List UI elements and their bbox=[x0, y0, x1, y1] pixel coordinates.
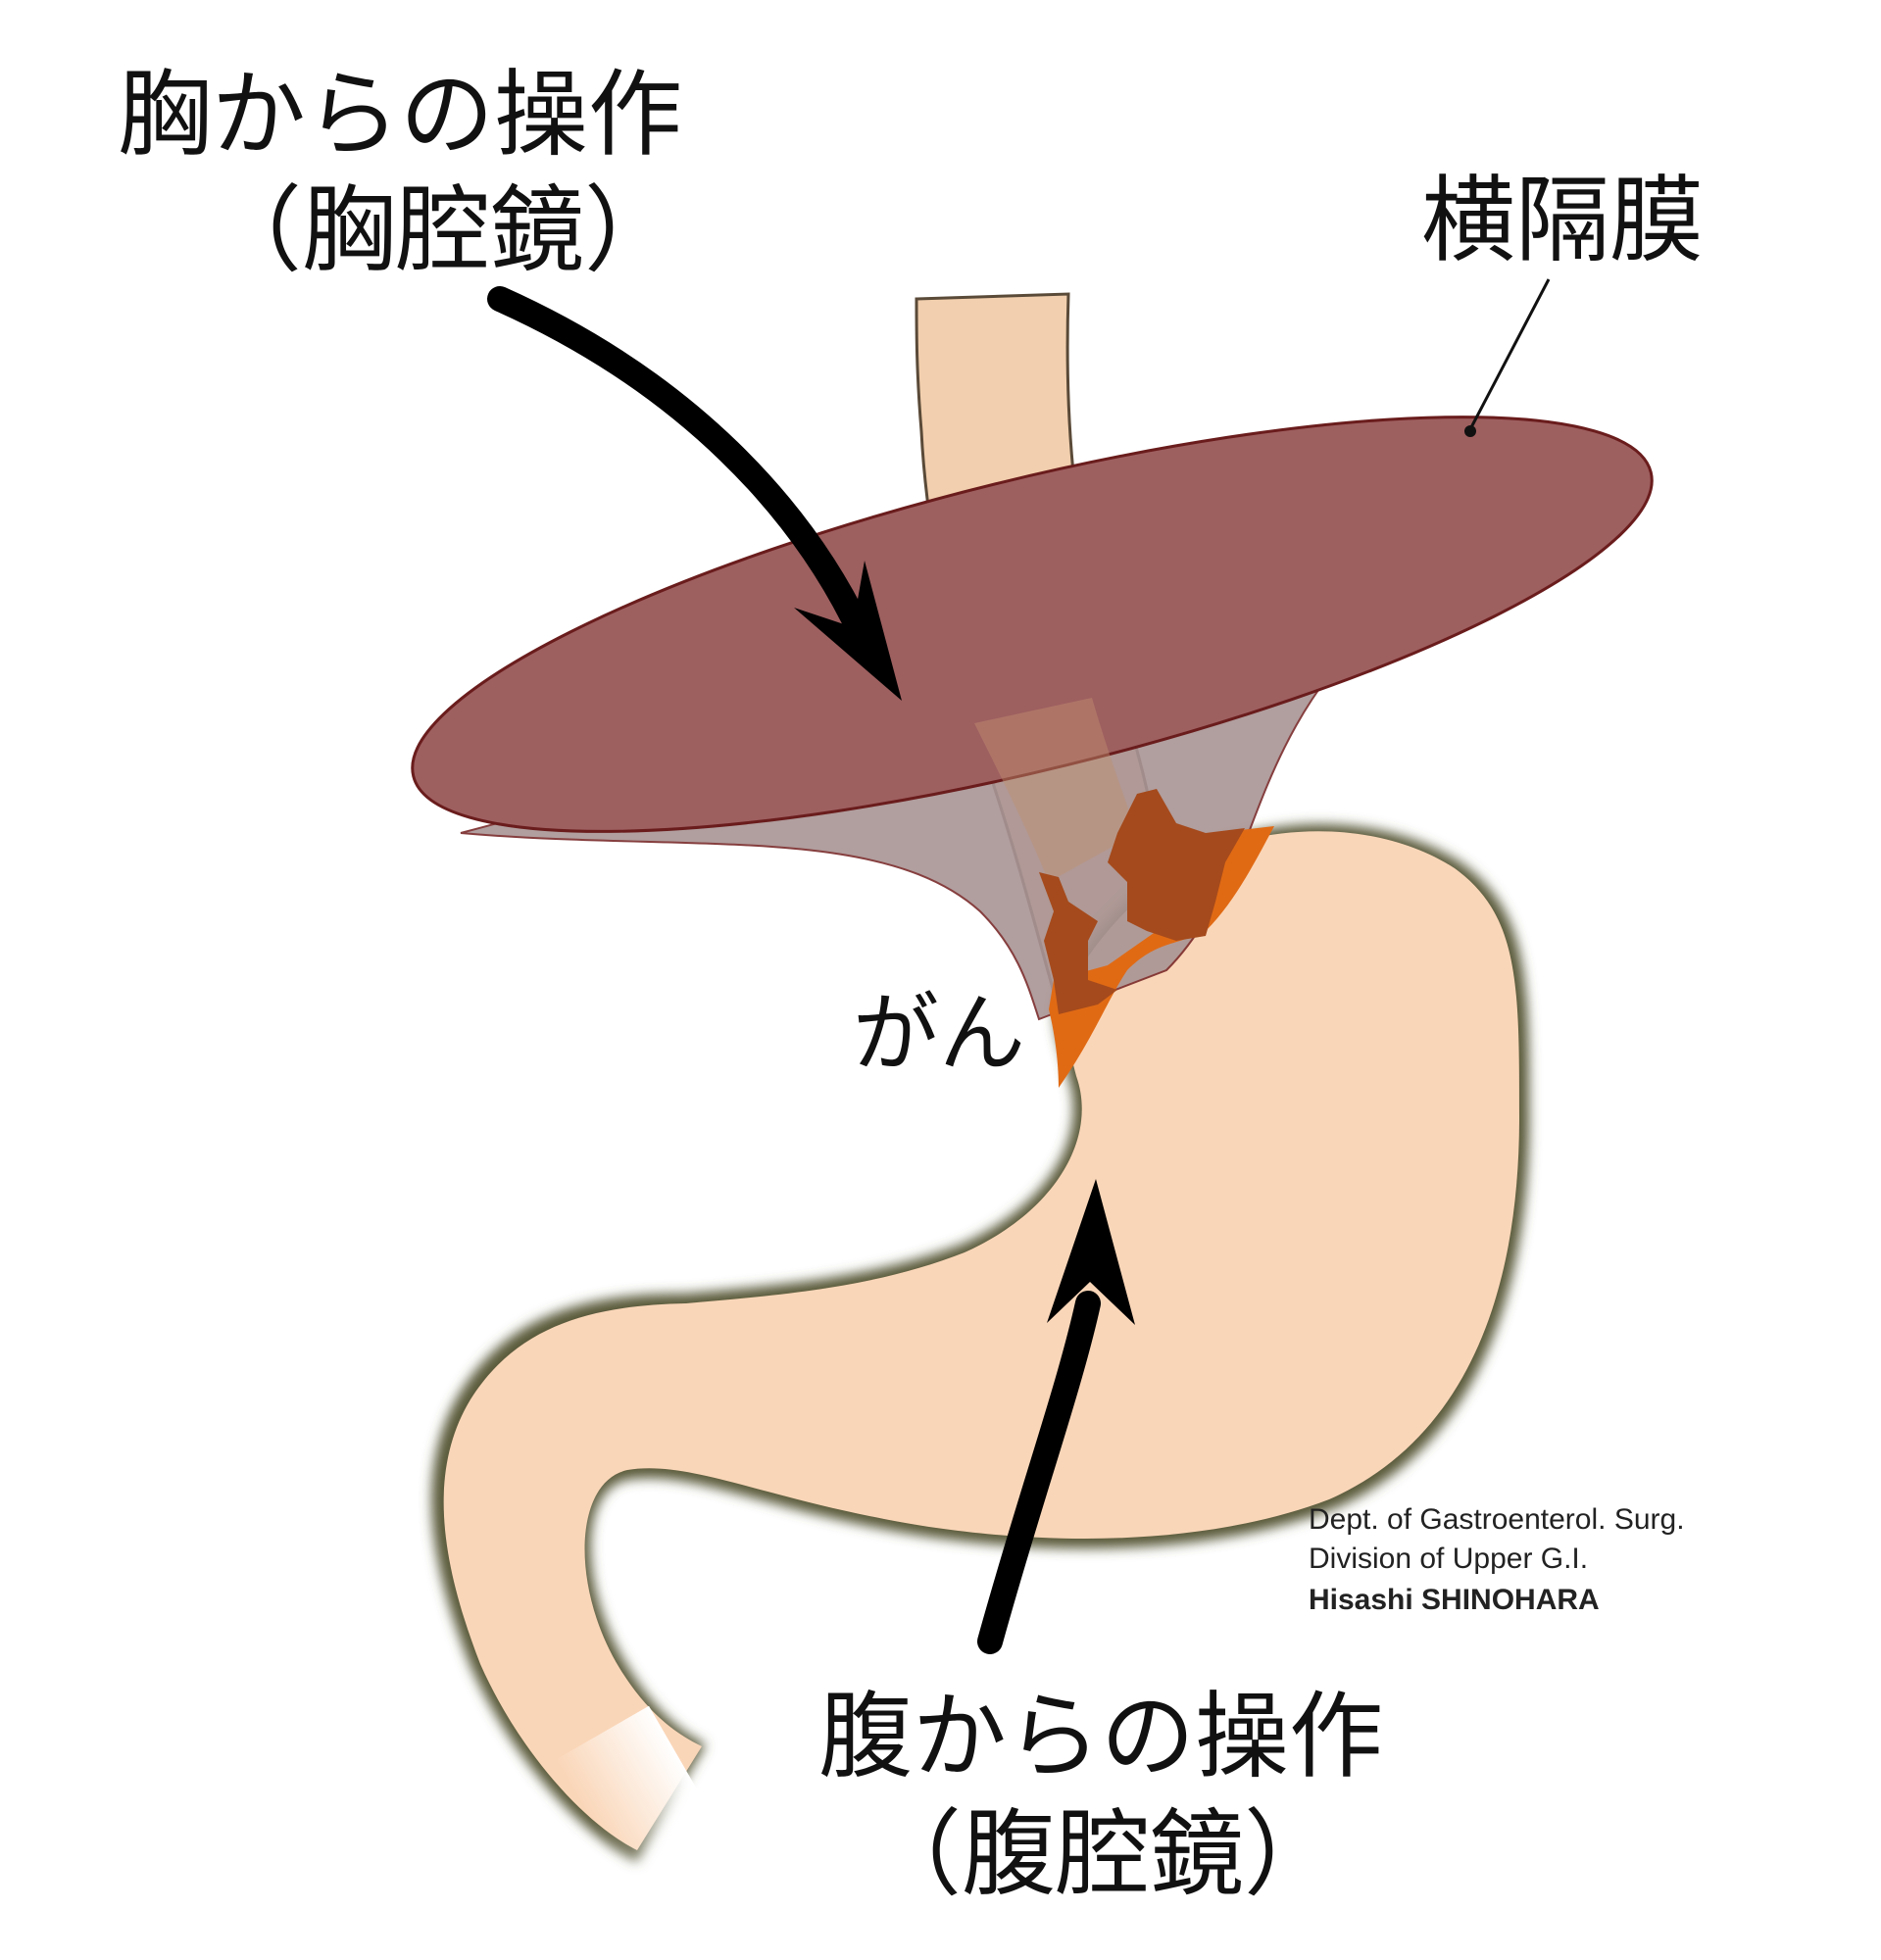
tumor-inner bbox=[1039, 789, 1245, 1014]
abdominal-arrow bbox=[977, 1179, 1135, 1654]
thoracic-arrow bbox=[487, 286, 902, 701]
diaphragm-plate bbox=[411, 416, 1654, 833]
abdominal-label-line1: 腹からの操作 bbox=[818, 1682, 1383, 1791]
esophagus-fade bbox=[907, 289, 1083, 328]
cancer-label: がん bbox=[853, 983, 1025, 1084]
diaphragm-label: 横隔膜 bbox=[1421, 166, 1704, 275]
leader-dot bbox=[1464, 425, 1476, 437]
esophagus-through-diaphragm bbox=[974, 698, 1137, 882]
leader-line bbox=[1468, 278, 1551, 430]
thoracic-label-line2: （胸腔鏡） bbox=[208, 175, 678, 285]
credit-line2: Division of Upper G.I. bbox=[1309, 1543, 1588, 1575]
stomach-body-shape bbox=[443, 831, 1519, 1850]
credit-line1: Dept. of Gastroenterol. Surg. bbox=[1309, 1503, 1685, 1536]
thoracic-arrow-shaft bbox=[487, 286, 875, 650]
tumor bbox=[1039, 789, 1274, 1088]
diaphragm bbox=[411, 416, 1654, 1021]
credit-line3: Hisashi SHINOHARA bbox=[1309, 1584, 1600, 1616]
abdominal-label-line2: （腹腔鏡） bbox=[867, 1799, 1338, 1909]
stomach bbox=[431, 824, 1529, 1896]
diaphragm-leader bbox=[1464, 278, 1551, 437]
abdominal-arrow-head bbox=[1047, 1179, 1135, 1325]
thoracic-arrow-head bbox=[794, 561, 902, 701]
duodenum-fade bbox=[555, 1705, 727, 1896]
abdominal-arrow-shaft bbox=[977, 1291, 1101, 1654]
thoracic-label-line1: 胸からの操作 bbox=[118, 60, 682, 170]
